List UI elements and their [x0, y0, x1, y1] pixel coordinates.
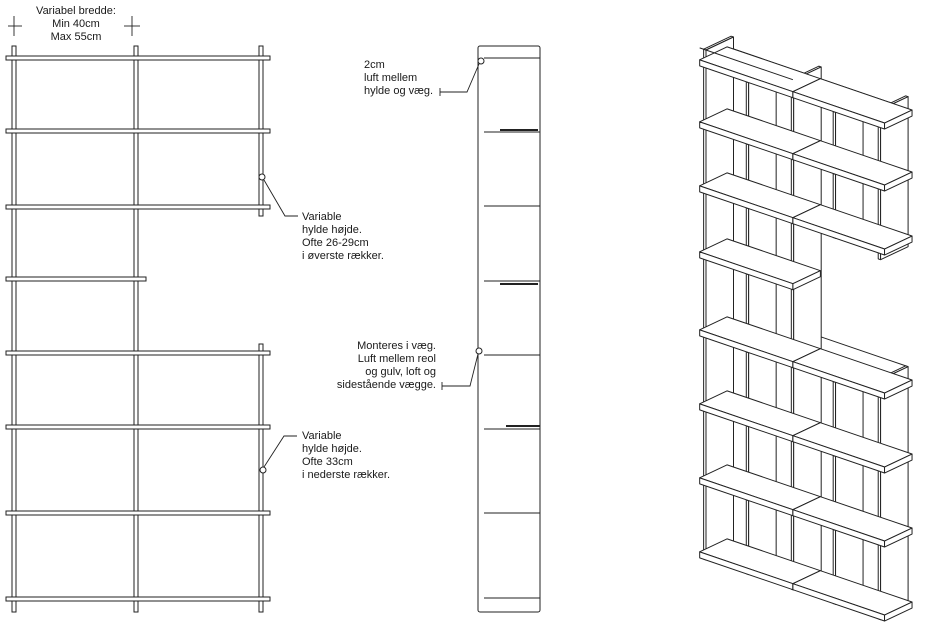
bottom-height-note-line: hylde højde. [302, 443, 362, 455]
bottom-height-note: Variable hylde højde. Ofte 33cm i neders… [302, 430, 390, 482]
shelf-side [884, 601, 913, 622]
shelf-side [792, 270, 821, 291]
bottom-height-note-line: Variable [302, 430, 342, 442]
left-post [11, 45, 17, 613]
side-shelves [484, 57, 540, 599]
front-shelf [5, 276, 147, 282]
bottom-height-note-line: Ofte 33cm [302, 456, 353, 468]
shelf-side [884, 453, 913, 474]
shelf-side [884, 109, 913, 130]
mount-note-line: Luft mellem reol [357, 353, 436, 365]
front-shelves [5, 55, 271, 602]
wall-gap-note-line: 2cm [364, 59, 385, 71]
wall-gap-callout [439, 57, 485, 96]
side-panel [477, 45, 541, 613]
top-height-note-line: hylde højde. [302, 224, 362, 236]
mount-note-line: og gulv, loft og [365, 366, 436, 378]
width-note-line: Variabel bredde: [36, 5, 116, 17]
width-note: Variabel bredde: Min 40cm Max 55cm [22, 5, 130, 44]
wall-gap-note-line: hylde og væg. [364, 85, 434, 97]
shelf-side [884, 235, 913, 256]
front-shelf [5, 55, 271, 61]
wall-gap-note-line: luft mellem [364, 72, 418, 84]
mount-note: Monteres i væg. Luft mellem reol og gulv… [316, 340, 436, 392]
mount-note-line: sidestående vægge. [336, 379, 436, 391]
bottom-height-note-line: i nederste rækker. [302, 469, 391, 481]
mount-note-line: Monteres i væg. [357, 340, 436, 352]
shelf-side [884, 379, 913, 400]
front-shelf [5, 424, 271, 430]
top-height-note-line: Variable [302, 211, 342, 223]
post-side [880, 366, 909, 621]
isometric-shelf [699, 35, 913, 622]
top-height-note: Variable hylde højde. Ofte 26-29cm i øve… [302, 211, 384, 263]
top-height-note-line: Ofte 26-29cm [302, 237, 369, 249]
top-rail [699, 47, 794, 81]
front-shelf [5, 204, 271, 210]
front-shelf [5, 510, 271, 516]
wall-gap-note: 2cm luft mellem hylde og væg. [364, 59, 433, 98]
width-dimension [8, 16, 140, 36]
top-height-note-line: i øverste rækker. [302, 250, 384, 262]
right-post-lower [258, 343, 264, 613]
mount-callout [441, 347, 483, 390]
middle-post [133, 45, 139, 613]
front-shelf [5, 128, 271, 134]
front-shelf [5, 596, 271, 602]
width-note-line: Max 55cm [50, 31, 102, 43]
shelf-side [884, 171, 913, 192]
top-height-callout [258, 173, 298, 217]
width-note-line: Min 40cm [52, 18, 100, 30]
bottom-height-callout [259, 435, 297, 474]
shelf-side [884, 527, 913, 548]
front-shelf [5, 350, 271, 356]
